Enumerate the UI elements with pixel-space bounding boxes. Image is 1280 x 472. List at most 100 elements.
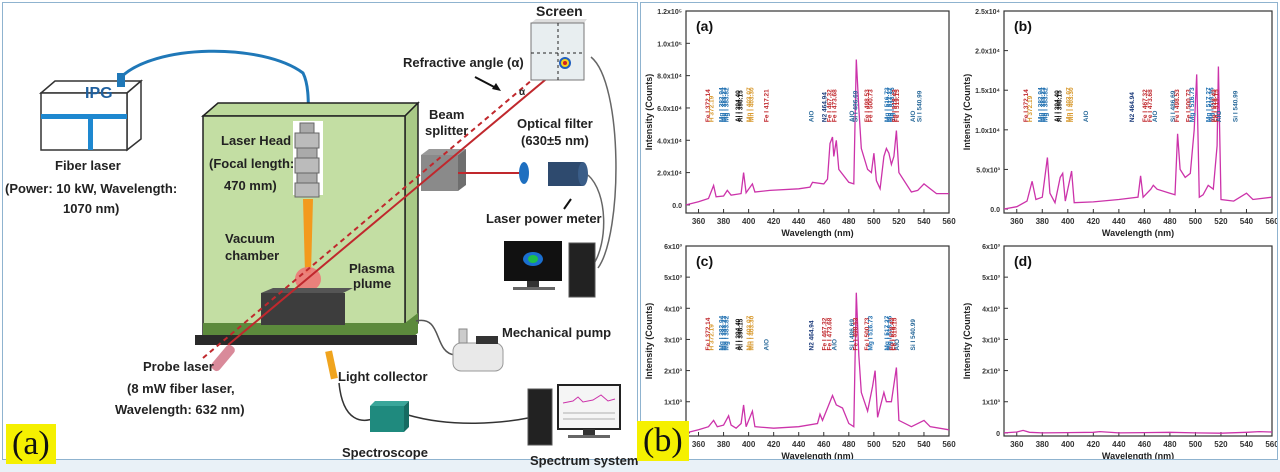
x-tick-label: 500 [867,217,881,226]
peak-annotation: Fe I 498.53 [864,89,871,122]
fiber-laser-spec-1: (Power: 10 kW, Wavelength: [5,181,178,196]
peak-annotation: Fe I 473.68 [1147,89,1154,122]
peak-annotation: Mg I 517.27 [1206,87,1213,122]
peak-annotation: Si I 486.69 [1170,90,1177,122]
probe-laser-label-2: (8 mW fiber laser, [127,381,235,396]
mechanical-pump-label: Mechanical pump [502,325,612,340]
x-tick-label: 520 [1214,440,1228,449]
x-tick-label: 440 [792,217,806,226]
peak-annotation: Mg I 516.73 [884,87,891,122]
peak-annotation: H 372.19 [709,95,716,122]
optical-filter-label-1: Optical filter [517,116,593,131]
optical-filter [519,162,529,184]
schematic-panel: IPG Fiber laser (Power: 10 kW, Wavelengt… [2,2,638,468]
x-tick-label: 480 [1163,217,1177,226]
spectrum-system-label: Spectrum system [530,453,639,468]
peak-annotation: Fe I 473.68 [826,317,833,350]
peak-annotation: Si I 540.99 [1233,90,1240,122]
y-tick-label: 5x10³ [664,275,683,282]
peak-annotation: Mg I 382.94 [1037,87,1044,122]
peak-annotation: AlO [1083,111,1090,123]
x-tick-label: 360 [1010,217,1024,226]
x-tick-label: 380 [717,440,731,449]
y-tick-label: 1x10³ [982,400,1001,407]
peak-annotation: Fe I 500.73 [868,89,875,122]
peak-annotation: Fe I 467.32 [821,317,828,350]
x-axis-label: Wavelength (nm) [1102,228,1174,238]
spectrum-line [685,292,950,434]
panel-a-label: (a) [6,424,56,464]
y-axis-label: Intensity (Counts) [962,303,972,380]
x-tick-label: 540 [1240,440,1254,449]
peak-annotation: AlO [764,339,771,351]
peak-annotation: H 372.19 [709,324,716,351]
fiber-cable [117,49,310,124]
peak-annotation: Mg I 383.23 [721,315,728,350]
fiber-laser-label: Fiber laser [55,158,121,173]
y-tick-label: 6.0x10⁴ [657,106,682,113]
x-tick-label: 560 [1265,217,1277,226]
x-tick-label: 400 [1061,440,1075,449]
plasma-label-2: plume [353,276,392,291]
vacuum-label-2: chamber [225,248,280,263]
y-tick-label: 0 [996,431,1000,438]
y-tick-label: 2.0x10⁴ [975,49,1000,56]
peak-annotation: AlO [1152,111,1159,123]
x-tick-label: 440 [792,440,806,449]
optical-filter-label-2: (630±5 nm) [521,133,589,148]
peak-annotation: Mg I 382.94 [719,315,726,350]
peak-annotation: Si I 486.69 [849,319,856,351]
peak-annotation: AlO [894,339,901,351]
x-tick-label: 400 [1061,217,1075,226]
peak-annotation: Mg I 517.27 [884,315,891,350]
peak-annotation: Mg I 516.73 [868,315,875,350]
y-tick-label: 1.0x10⁴ [975,128,1000,135]
peak-annotation: Fe I 518.43 [1211,89,1218,122]
x-tick-label: 540 [917,217,931,226]
peak-annotation: Mg I 383.82 [724,87,731,122]
peak-annotation: Fe I 498.53 [853,317,860,350]
x-tick-label: 460 [817,217,831,226]
peak-annotation: Fe I 467.32 [826,89,833,122]
x-tick-label: 460 [817,440,831,449]
plot-frame [685,245,950,437]
y-tick-label: 4x10³ [982,306,1001,313]
peak-annotation: Fe I 519.15 [1213,89,1220,122]
x-tick-label: 460 [1138,440,1152,449]
y-tick-label: 2x10³ [982,369,1001,376]
spectrum-line [1003,429,1273,434]
laser-power-meter [548,162,588,186]
y-tick-label: 5.0x10³ [976,167,1000,174]
y-tick-label: 3x10³ [982,337,1001,344]
peak-annotation: Mg I 518.36 [886,315,893,350]
y-tick-label: 5x10³ [982,275,1001,282]
peak-annotation: Mg I 383.82 [724,315,731,350]
peak-annotation: Mg I 383.82 [1042,87,1049,122]
peak-annotation: Mg I 383.23 [1040,87,1047,122]
x-tick-label: 400 [742,440,756,449]
x-tick-label: 440 [1112,217,1126,226]
x-tick-label: 380 [1036,217,1050,226]
peak-annotation: Mn I 403.30 [749,87,756,122]
spectrum-line [685,59,949,206]
y-axis-label: Intensity (Counts) [644,303,654,380]
beam-splitter-label-1: Beam [429,107,465,122]
laser-power-meter-label: Laser power meter [486,211,602,226]
peak-annotation: AlO [831,339,838,351]
peak-annotation: AlO [910,111,917,123]
y-tick-label: 6x10³ [982,244,1001,251]
x-tick-label: 380 [717,217,731,226]
plasma-label-1: Plasma [349,261,395,276]
peak-annotation: Al I 396.15 [737,318,744,350]
peak-annotation: Mg I 383.23 [721,87,728,122]
peak-annotation: Fe I 498.53 [1174,89,1181,122]
y-tick-label: 4x10³ [664,306,683,313]
peak-annotation: Al I 394.40 [1054,90,1061,122]
peak-annotation: Mn I 403.30 [749,315,756,350]
probe-laser-label-1: Probe laser [143,359,214,374]
peak-annotation: Fe I 519.15 [894,89,901,122]
spectroscope [370,401,409,432]
x-tick-label: 500 [867,440,881,449]
probe-beam [227,64,564,346]
plot-frame [1003,10,1273,214]
